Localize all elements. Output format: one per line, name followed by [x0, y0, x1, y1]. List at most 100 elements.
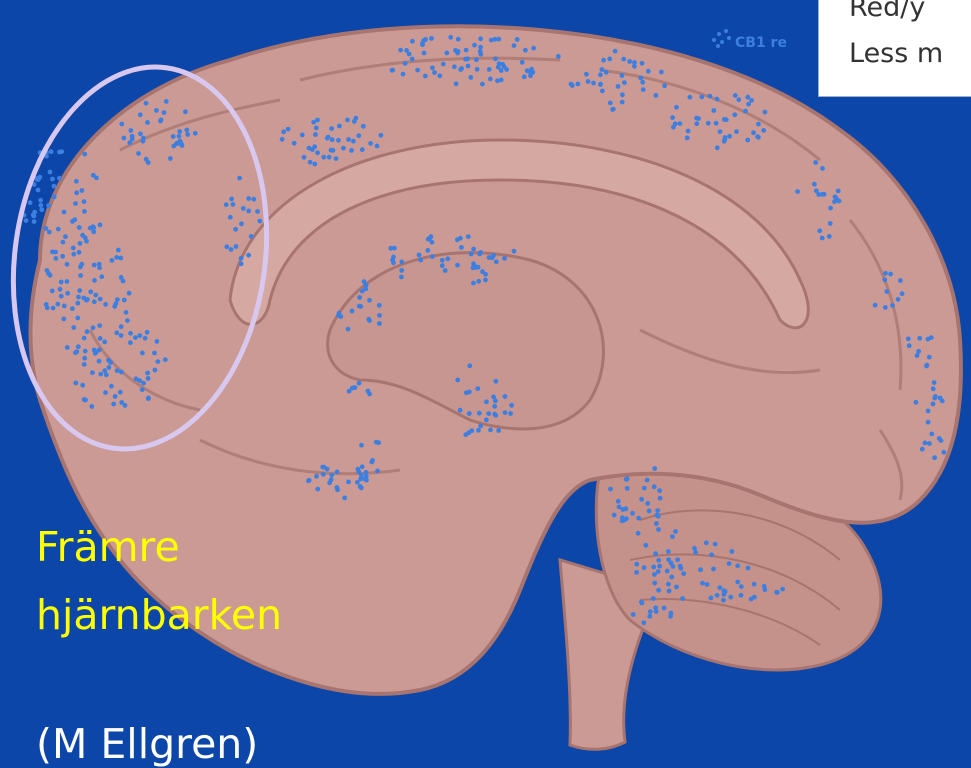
receptor-dot: [74, 179, 79, 184]
receptor-dot: [641, 87, 646, 92]
receptor-dot: [467, 411, 472, 416]
receptor-dot: [812, 182, 817, 187]
receptor-dot: [346, 137, 351, 142]
receptor-dot: [351, 139, 356, 144]
receptor-dot: [152, 351, 157, 356]
receptor-dot: [28, 200, 33, 205]
receptor-dot: [48, 170, 53, 175]
receptor-dot: [673, 529, 678, 534]
receptor-dot: [704, 540, 709, 545]
receptor-dot: [708, 94, 713, 99]
receptor-dot: [57, 150, 62, 155]
receptor-dot: [927, 441, 932, 446]
receptor-dot: [493, 56, 498, 61]
receptor-dot: [50, 177, 55, 182]
receptor-dot: [674, 585, 679, 590]
receptor-dot: [114, 330, 119, 335]
receptor-dot: [445, 256, 450, 261]
receptor-dot: [364, 283, 369, 288]
receptor-dot: [681, 571, 686, 576]
receptor-dot: [164, 99, 169, 104]
receptor-dot: [76, 295, 81, 300]
receptor-dot: [468, 75, 473, 80]
receptor-dot: [651, 565, 656, 570]
receptor-dot: [931, 386, 936, 391]
receptor-dot: [128, 128, 133, 133]
receptor-dot: [600, 89, 605, 94]
caption-line-2: hjärnbarken: [36, 588, 282, 642]
receptor-dot: [73, 381, 78, 386]
receptor-dot: [403, 61, 408, 66]
receptor-dot: [714, 121, 719, 126]
receptor-dot: [670, 115, 675, 120]
receptor-dot: [75, 301, 80, 306]
receptor-dot: [127, 140, 132, 145]
receptor-dot: [469, 428, 474, 433]
receptor-dot: [652, 581, 657, 586]
receptor-dot: [107, 365, 112, 370]
receptor-dot: [177, 129, 182, 134]
receptor-dot: [827, 234, 832, 239]
receptor-dot: [455, 263, 460, 268]
receptor-dot: [494, 379, 499, 384]
receptor-dot: [437, 73, 442, 78]
receptor-dot: [45, 268, 50, 273]
receptor-dot: [338, 314, 343, 319]
receptor-dot: [494, 259, 499, 264]
receptor-dot: [322, 465, 327, 470]
receptor-dot: [624, 506, 629, 511]
receptor-dot: [715, 593, 720, 598]
receptor-dot: [360, 147, 365, 152]
receptor-dot: [97, 359, 102, 364]
receptor-dot: [616, 499, 621, 504]
receptor-dot: [231, 202, 236, 207]
receptor-dot: [463, 432, 468, 437]
receptor-dot: [98, 297, 103, 302]
receptor-dot: [367, 318, 372, 323]
receptor-dot: [327, 480, 332, 485]
receptor-dot: [347, 389, 352, 394]
receptor-dot: [636, 531, 641, 536]
receptor-dot: [820, 236, 825, 241]
receptor-dot: [620, 73, 625, 78]
receptor-dot: [76, 344, 81, 349]
receptor-dot: [717, 585, 722, 590]
receptor-dot: [313, 132, 318, 137]
receptor-dot: [145, 120, 150, 125]
receptor-dot: [138, 131, 143, 136]
receptor-dot: [466, 234, 471, 239]
receptor-dot: [52, 184, 57, 189]
receptor-dot: [711, 108, 716, 113]
receptor-dot: [627, 59, 632, 64]
receptor-dot: [440, 258, 445, 263]
receptor-dot: [119, 275, 124, 280]
receptor-dot: [476, 428, 481, 433]
receptor-dot: [756, 122, 761, 127]
receptor-dot: [375, 144, 380, 149]
receptor-dot: [57, 176, 62, 181]
receptor-dot: [483, 272, 488, 277]
receptor-dot: [51, 306, 56, 311]
receptor-dot: [656, 558, 661, 563]
receptor-dot: [476, 279, 481, 284]
receptor-dot: [91, 173, 96, 178]
receptor-dot: [641, 620, 646, 625]
receptor-dot: [631, 612, 636, 617]
receptor-dot: [361, 124, 366, 129]
receptor-dot: [666, 557, 671, 562]
receptor-dot: [813, 160, 818, 165]
receptor-dot: [65, 262, 70, 267]
receptor-dot: [669, 575, 674, 580]
receptor-dot: [430, 65, 435, 70]
receptor-dot: [512, 249, 517, 254]
receptor-dot: [102, 340, 107, 345]
receptor-dot: [659, 70, 664, 75]
receptor-dot: [456, 37, 461, 42]
receptor-dot: [141, 381, 146, 386]
receptor-dot: [625, 486, 630, 491]
receptor-dot: [377, 321, 382, 326]
receptor-dot: [119, 400, 124, 405]
receptor-dot: [520, 60, 525, 65]
receptor-dot: [399, 268, 404, 273]
receptor-dot: [62, 304, 67, 309]
